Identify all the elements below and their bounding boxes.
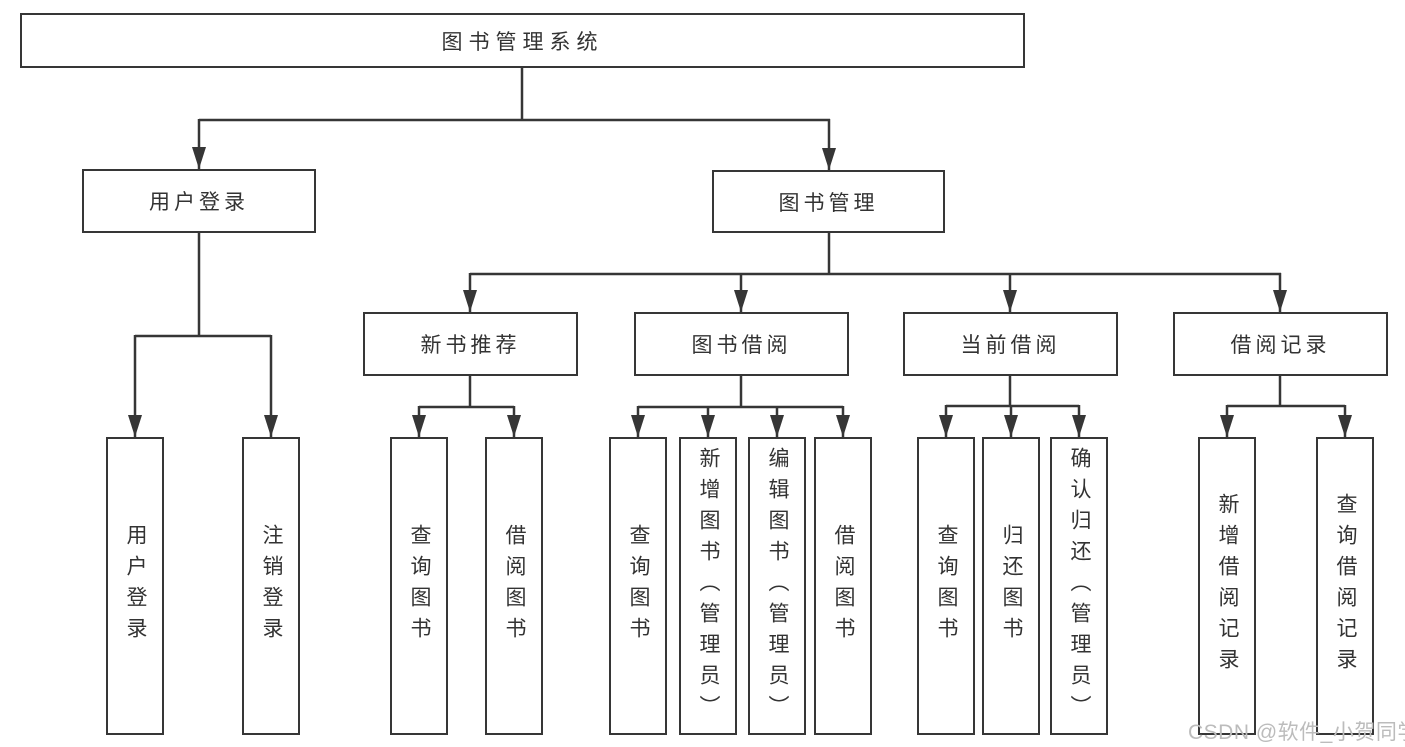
node-label: 确认归还（管理员） [1068, 446, 1092, 726]
node-label: 查询图书 [627, 524, 651, 648]
leaf-edit-book-admin: 编辑图书（管理员） [748, 437, 806, 735]
node-book-borrow: 图书借阅 [634, 312, 849, 376]
leaf-confirm-return-admin: 确认归还（管理员） [1050, 437, 1108, 735]
node-label: 图书管理系统 [441, 30, 604, 54]
node-label: 查询借阅记录 [1334, 493, 1358, 679]
node-label: 新书推荐 [420, 334, 521, 357]
node-label: 借阅图书 [503, 524, 527, 648]
node-label: 注销登录 [260, 524, 284, 648]
leaf-add-book-admin: 新增图书（管理员） [679, 437, 737, 735]
node-label: 用户登录 [149, 191, 249, 214]
leaf-logout: 注销登录 [242, 437, 300, 735]
leaf-borrow-books: 借阅图书 [814, 437, 872, 735]
node-borrow-records: 借阅记录 [1173, 312, 1388, 376]
leaf-query-borrow-record: 查询借阅记录 [1316, 437, 1374, 735]
node-new-book-recommend: 新书推荐 [363, 312, 578, 376]
csdn-watermark: CSDN @软件_小贺同学 [1188, 721, 1405, 744]
node-label: 图书管理 [778, 191, 879, 215]
node-user-login: 用户登录 [82, 169, 316, 233]
leaf-user-login: 用户登录 [106, 437, 164, 735]
node-label: 借阅图书 [832, 524, 856, 648]
node-book-management: 图书管理 [712, 170, 945, 233]
node-label: 新增图书（管理员） [697, 446, 721, 726]
node-label: 查询图书 [935, 524, 959, 648]
leaf-add-borrow-record: 新增借阅记录 [1198, 437, 1256, 735]
node-label: 查询图书 [408, 524, 432, 648]
node-label: 用户登录 [124, 524, 148, 648]
node-current-borrow: 当前借阅 [903, 312, 1118, 376]
node-label: 归还图书 [1000, 524, 1024, 648]
node-root-system: 图书管理系统 [20, 13, 1025, 68]
leaf-return-book: 归还图书 [982, 437, 1040, 735]
node-label: 新增借阅记录 [1216, 493, 1240, 679]
node-label: 图书借阅 [691, 334, 792, 357]
node-label: 借阅记录 [1230, 334, 1331, 357]
leaf-query-books-borrow: 查询图书 [609, 437, 667, 735]
leaf-query-books-recommend: 查询图书 [390, 437, 448, 735]
node-label: 编辑图书（管理员） [766, 446, 790, 726]
leaf-borrow-books-recommend: 借阅图书 [485, 437, 543, 735]
leaf-query-books-current: 查询图书 [917, 437, 975, 735]
node-label: 当前借阅 [960, 334, 1061, 357]
